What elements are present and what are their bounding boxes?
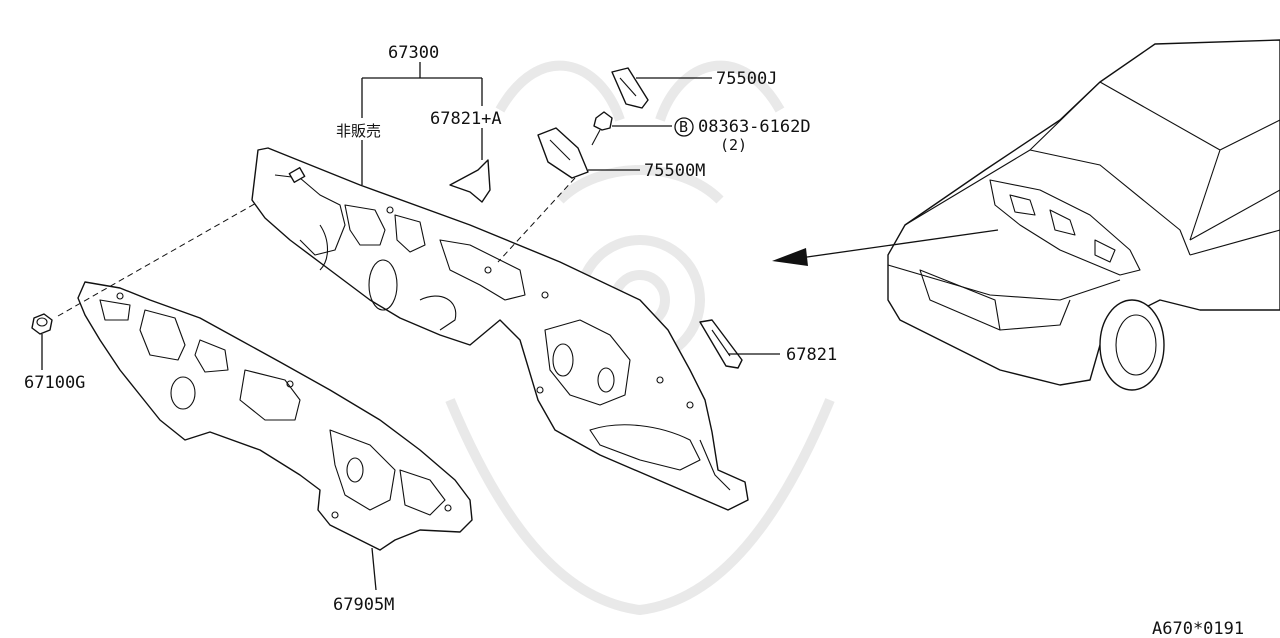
label-bolt-symbol: B (679, 118, 688, 136)
label-quantity: (2) (720, 136, 747, 154)
location-arrow-icon (772, 229, 999, 266)
vehicle-location-illustration (887, 39, 1280, 391)
dash-insulator-67905M[interactable] (77, 281, 473, 551)
nut-67100G-icon[interactable] (31, 313, 53, 335)
diagram-reference-code: A670*0191 (1152, 619, 1244, 638)
assembly-lines (57, 177, 576, 317)
label-not-for-sale: 非販売 (336, 122, 381, 140)
label-08363-6162D: 08363-6162D (698, 117, 811, 137)
bolt-icon[interactable] (591, 111, 613, 146)
bracket-75500M-icon[interactable] (537, 127, 589, 179)
label-67821: 67821 (786, 345, 837, 365)
label-75500J: 75500J (716, 69, 777, 89)
label-67821A: 67821+A (430, 109, 502, 129)
label-67100G: 67100G (24, 373, 85, 393)
bracket-75500J-icon[interactable] (611, 67, 649, 109)
bolt-symbol-b-icon: B (674, 117, 694, 137)
stud-icon (288, 166, 306, 184)
leader-lines (41, 62, 780, 591)
label-67300: 67300 (388, 43, 439, 63)
clip-67821A-icon[interactable] (449, 159, 491, 203)
seal-67821-icon[interactable] (699, 319, 743, 369)
label-67905M: 67905M (333, 595, 394, 615)
dash-panel-67300[interactable] (251, 147, 749, 511)
label-75500M: 75500M (644, 161, 705, 181)
